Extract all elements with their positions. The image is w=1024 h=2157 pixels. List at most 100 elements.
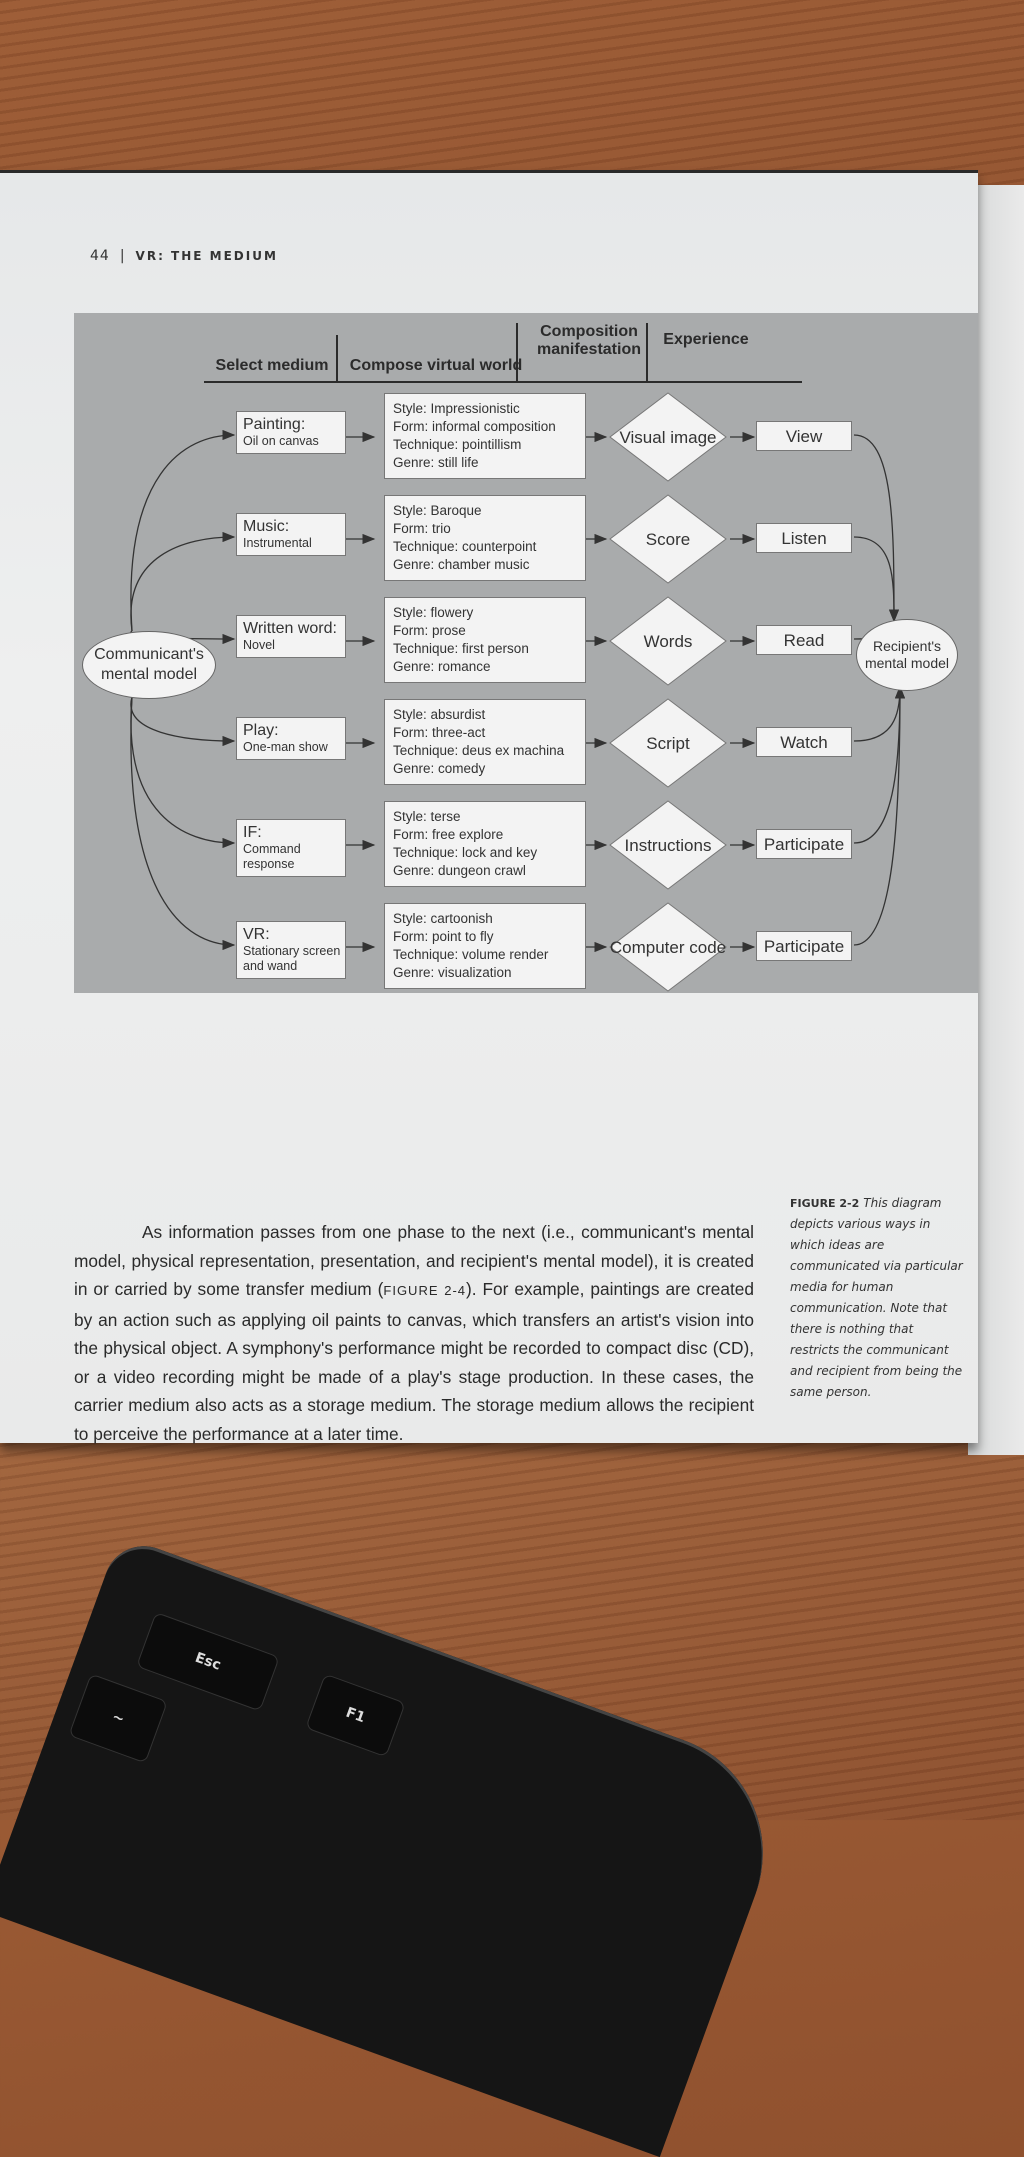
tilde-key[interactable]: ~ [68, 1673, 168, 1764]
world-attribute: Style: Impressionistic [393, 401, 520, 416]
world-attribute: Genre: visualization [393, 965, 512, 980]
world-attribute: Form: trio [393, 521, 451, 536]
medium-subtype: One-man show [243, 740, 328, 754]
world-attribute: Style: Baroque [393, 503, 482, 518]
world-attribute: Genre: comedy [393, 761, 486, 776]
world-attribute: Form: free explore [393, 827, 504, 842]
running-title: VR: THE MEDIUM [135, 249, 278, 263]
communicant-mental-model: Communicant's mental model [82, 631, 216, 699]
diamond-shape [609, 596, 727, 686]
medium-name: Written word: [243, 620, 337, 637]
book-page: 44 | VR: THE MEDIUM Select medium Compose … [0, 170, 978, 1444]
body-text-part-2: ). For example, paintings are created by… [74, 1279, 755, 1444]
manifestation-label: Script [646, 733, 690, 753]
medium-name: Painting: [243, 416, 306, 433]
diamond-shape [609, 698, 727, 788]
communicant-connector [130, 531, 236, 632]
body-text-part-1: As information passes from one phase to … [74, 1222, 754, 1299]
world-attribute: Form: point to fly [393, 929, 494, 944]
manifestation-diamond: Score [608, 493, 728, 585]
world-attribute: Form: prose [393, 623, 466, 638]
manifestation-diamond: Instructions [608, 799, 728, 891]
experience-box: Listen [756, 523, 852, 553]
header-rule [204, 381, 802, 383]
header-divider [336, 335, 338, 383]
world-attribute: Technique: pointillism [393, 437, 522, 452]
world-attribute: Style: cartoonish [393, 911, 493, 926]
manifestation-label: Words [643, 631, 693, 651]
header-divider [646, 323, 648, 383]
column-header-manifestation: Composition manifestation [536, 323, 641, 358]
recipient-connector [853, 685, 906, 844]
diamond-shape [609, 902, 727, 992]
diamond-shape [609, 800, 727, 890]
medium-box: IF:Command response [236, 819, 346, 877]
world-attribute: Genre: romance [393, 659, 491, 674]
medium-subtype: Instrumental [243, 536, 312, 550]
world-attribute: Technique: deus ex machina [393, 743, 565, 758]
caption-text: This diagram depicts various ways in whi… [790, 1196, 963, 1399]
world-attribute: Technique: first person [393, 641, 529, 656]
communicant-connector [130, 429, 236, 632]
experience-box: Participate [756, 931, 852, 961]
column-header-select-medium: Select medium [215, 357, 329, 374]
manifestation-diamond: Computer code [608, 901, 728, 993]
world-attribute: Genre: chamber music [393, 557, 530, 572]
recipient-connector [853, 434, 900, 623]
communicant-connector [130, 696, 236, 849]
column-header-compose-world: Compose virtual world [349, 357, 523, 374]
medium-box: Written word:Novel [236, 615, 346, 658]
world-attribute: Style: terse [393, 809, 461, 824]
figure-label: FIGURE 2-2 [790, 1197, 860, 1210]
experience-box: Participate [756, 829, 852, 859]
manifestation-label: Computer code [609, 937, 727, 957]
body-paragraph: As information passes from one phase to … [74, 1218, 754, 1448]
manifestation-diamond: Script [608, 697, 728, 789]
world-attribute: Style: absurdist [393, 707, 486, 722]
recipient-connector [853, 685, 906, 742]
running-header: 44 | VR: THE MEDIUM [90, 248, 278, 264]
medium-name: VR: [243, 926, 270, 943]
medium-subtype: Command response [243, 842, 301, 871]
experience-box: Watch [756, 727, 852, 757]
page-number: 44 [90, 248, 110, 264]
world-attribute: Genre: dungeon crawl [393, 863, 526, 878]
communicant-connector [130, 696, 236, 951]
medium-box: Painting:Oil on canvas [236, 411, 346, 454]
header-divider [516, 323, 518, 383]
medium-box: Music:Instrumental [236, 513, 346, 556]
medium-subtype: Oil on canvas [243, 434, 319, 448]
medium-subtype: Novel [243, 638, 275, 652]
manifestation-label: Instructions [624, 835, 712, 855]
f1-key[interactable]: F1 [305, 1673, 406, 1758]
medium-name: Play: [243, 722, 279, 739]
medium-name: IF: [243, 824, 262, 841]
diamond-shape [609, 392, 727, 482]
experience-box: View [756, 421, 852, 451]
world-attribute: Genre: still life [393, 455, 479, 470]
world-attribute: Technique: volume render [393, 947, 549, 962]
experience-box: Read [756, 625, 852, 655]
medium-box: Play:One-man show [236, 717, 346, 760]
figure-reference: FIGURE 2-4 [383, 1283, 467, 1298]
column-header-experience: Experience [663, 331, 749, 348]
manifestation-label: Visual image [619, 427, 717, 447]
world-attribute: Technique: counterpoint [393, 539, 537, 554]
manifestation-diamond: Words [608, 595, 728, 687]
recipient-connector [853, 685, 906, 946]
world-attribute: Form: informal composition [393, 419, 556, 434]
world-attribute: Form: three-act [393, 725, 486, 740]
media-flow-diagram: Select medium Compose virtual world Comp… [74, 313, 978, 993]
world-attribute: Technique: lock and key [393, 845, 538, 860]
manifestation-diamond: Visual image [608, 391, 728, 483]
esc-key[interactable]: Esc [136, 1611, 280, 1712]
header-separator: | [119, 248, 126, 264]
medium-box: VR:Stationary screen and wand [236, 921, 346, 979]
